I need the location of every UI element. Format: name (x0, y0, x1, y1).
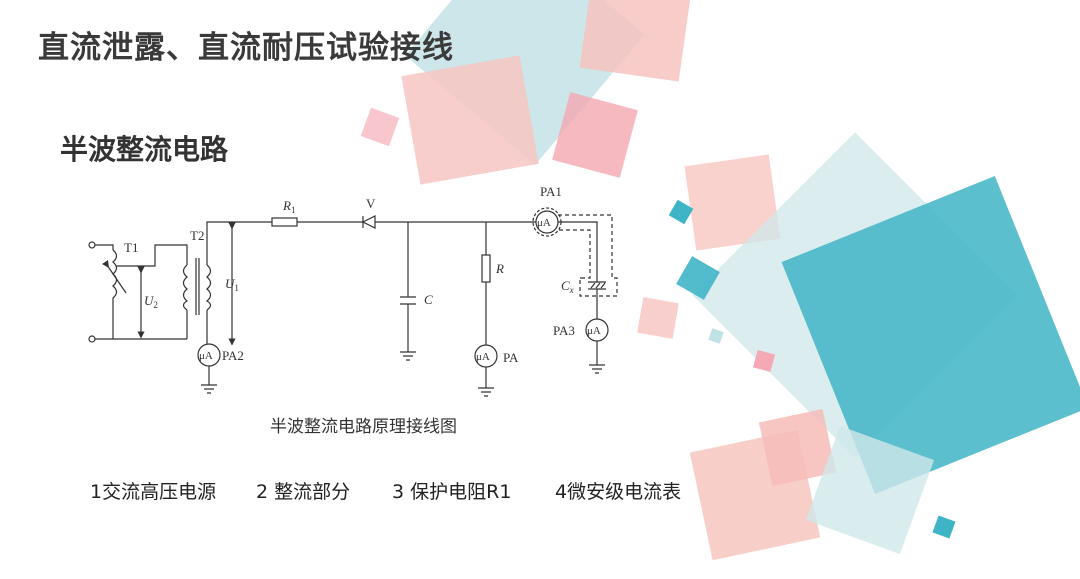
label-t2: T2 (190, 228, 204, 243)
label-u2: U2 (144, 293, 158, 310)
label-v: V (366, 196, 376, 211)
legend-item: 2 整流部分 (256, 481, 351, 503)
meter-pa1-shield (532, 207, 562, 237)
label-pa: PA (503, 350, 519, 365)
meter-label: μA (476, 351, 490, 363)
ground-icon (589, 364, 605, 374)
t2-primary-coil (182, 264, 189, 311)
tap-wire (116, 244, 188, 339)
meter-label: μA (537, 217, 551, 229)
label-cx: Cx (561, 278, 574, 295)
t2-secondary-coil (205, 264, 212, 311)
r1-resistor (271, 217, 298, 227)
page-title: 直流泄露、直流耐压试验接线 (38, 30, 454, 66)
legend-item: 1交流高压电源 (90, 481, 217, 503)
label-c: C (424, 292, 433, 307)
meter-pa (474, 344, 498, 368)
label-pa2: PA2 (222, 348, 244, 363)
shield-dashed (558, 214, 618, 297)
t2-core (195, 258, 200, 315)
meter-pa3 (585, 318, 609, 342)
pa2-wire (206, 310, 210, 385)
main-wire (206, 221, 598, 319)
legend-item: 3 保护电阻R1 (392, 481, 512, 503)
meter-label: μA (587, 325, 601, 337)
meter-pa2 (197, 343, 221, 367)
resistor-r (481, 254, 491, 283)
label-pa1: PA1 (540, 184, 562, 199)
ground-icon (400, 351, 416, 361)
label-r: R (495, 261, 504, 276)
t1-wiring (95, 244, 187, 340)
capacitor-cx (588, 281, 606, 290)
diode-v (361, 215, 376, 229)
diagram-caption: 半波整流电路原理接线图 (270, 417, 457, 437)
capacitor-c (400, 222, 416, 352)
meter-pa1 (535, 210, 559, 234)
terminal-bottom (88, 335, 96, 343)
legend-item: 4微安级电流表 (555, 481, 682, 503)
section-subtitle: 半波整流电路 (60, 133, 229, 166)
label-pa3: PA3 (553, 323, 575, 338)
t1-adjust-arrow (101, 259, 127, 294)
meter-label: μA (199, 350, 213, 362)
label-u1: U1 (225, 276, 239, 293)
terminal-top (88, 241, 96, 249)
label-t1: T1 (124, 240, 138, 255)
label-r1: R1 (282, 198, 295, 215)
ground-icon (201, 384, 217, 394)
ground-icon (478, 387, 494, 397)
